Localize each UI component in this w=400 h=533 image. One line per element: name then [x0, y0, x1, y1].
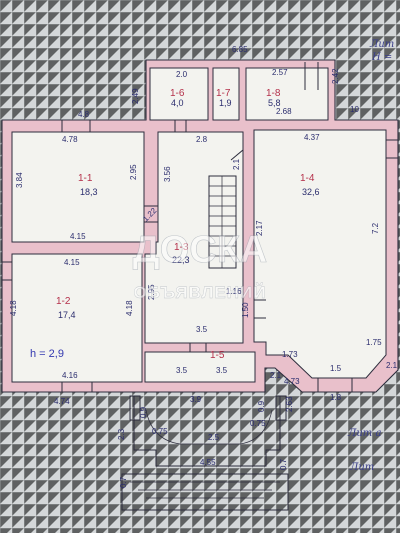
porch-post-left — [129, 395, 141, 421]
dim-top-total: 6.85 — [232, 45, 248, 54]
room-1-2-area: 17,4 — [58, 310, 76, 320]
dim-steps-right: 0.7 — [279, 458, 288, 470]
dim-porch-front: 2.5 — [208, 433, 220, 442]
dim-r12-left: 4.18 — [9, 300, 18, 316]
dim-r14-left: 2.17 — [255, 220, 264, 236]
margin-note-bottom-1: Лит a — [347, 428, 381, 439]
dim-steps-left: 0.7 — [119, 476, 128, 488]
room-1-2 — [11, 253, 143, 383]
margin-note-top-2: H = — [371, 52, 392, 63]
dim-stair-base: 1.16 — [226, 287, 242, 296]
room-1-1 — [11, 131, 145, 243]
dim-hall-top: 2.8 — [196, 135, 208, 144]
dim-r18-bottom: 2.68 — [276, 107, 292, 116]
room-1-2-number: 1-2 — [56, 296, 71, 307]
dim-r11-right: 2.95 — [129, 164, 138, 180]
dim-porch-corner-right: 0.75 — [250, 419, 266, 428]
room-1-6-area: 4,0 — [171, 98, 184, 108]
room-1-5 — [144, 351, 256, 383]
room-1-4-number: 1-4 — [300, 173, 315, 184]
dim-hall-mid-side: 2.95 — [147, 284, 156, 300]
dim-bay-side: 2.1 — [386, 361, 398, 370]
ceiling-height-note: h = 2,9 — [30, 348, 64, 360]
dim-r14-width: 4.37 — [304, 133, 320, 142]
dim-hall-left: 3.56 — [163, 166, 172, 182]
margin-note-top-1: Лит — [369, 39, 394, 50]
dim-r15-left: 3.5 — [176, 366, 188, 375]
watermark-sub: ОБЪЯВЛЕНИЙ — [134, 283, 267, 302]
room-1-6 — [149, 67, 209, 121]
room-1-4 — [253, 129, 387, 379]
dim-bay-left: 1.73 — [282, 350, 298, 359]
room-1-1-number: 1-1 — [78, 173, 93, 184]
dim-stair-mark: 2.1 — [232, 158, 241, 170]
dimension-labels: 6.85 2.0 2.57 2.42 2.49 4.8 4.78 3.84 2.… — [9, 45, 398, 488]
dim-r14-bottom: 1.8 — [330, 393, 342, 402]
watermark: ДОСКА ОБЪЯВЛЕНИЙ — [132, 229, 268, 303]
dim-hall-bottom: 3.5 — [196, 325, 208, 334]
dim-porch-corner-left: 0.75 — [152, 427, 168, 436]
dim-bay-mark: 2.1 — [270, 371, 282, 380]
dim-right-total: 10 — [350, 105, 359, 114]
dim-r11-height: 3.84 — [15, 172, 24, 188]
room-1-8-area: 5,8 — [268, 98, 281, 108]
dim-r12-right: 4.18 — [125, 300, 134, 316]
room-interiors — [11, 67, 387, 383]
dim-stair-gap: 1.50 — [241, 302, 250, 318]
dim-steps-width: 4.55 — [200, 458, 216, 467]
dim-bay-bottom: 1.5 — [330, 364, 342, 373]
porch-post-right — [275, 395, 287, 421]
margin-note-bottom-2: Лит — [349, 462, 374, 473]
dim-r11-bottom: 4.15 — [70, 232, 86, 241]
dim-bay-right: 1.75 — [366, 338, 382, 347]
dim-r11-top-outer: 4.8 — [78, 110, 90, 119]
room-1-5-number: 1-5 — [210, 350, 225, 361]
room-1-3-number: 1-3 — [174, 242, 189, 253]
margin-notes: Лит H = Лит a Лит — [347, 39, 394, 473]
dim-porch-post-left: 0.9 — [139, 406, 148, 418]
room-1-4-area: 32,6 — [302, 187, 320, 197]
dim-r14-right: 7.2 — [371, 222, 380, 234]
room-1-1-area: 18,3 — [80, 187, 98, 197]
dim-r11-top: 4.78 — [62, 135, 78, 144]
staircase — [208, 148, 244, 269]
room-1-7 — [212, 67, 240, 121]
room-labels: 1-1 18,3 1-2 17,4 1-3 22,3 1-4 32,6 1-5 … — [56, 88, 320, 361]
room-1-7-area: 1,9 — [219, 98, 232, 108]
dim-r18-width: 2.57 — [272, 68, 288, 77]
dim-porch-side-right: 2.63 — [285, 396, 294, 412]
dim-bay-corner: 4.73 — [284, 377, 300, 386]
dim-porch-post-right: 0.9 — [257, 400, 266, 412]
room-1-8 — [245, 67, 329, 121]
dim-outer-bottom: 4.74 — [54, 397, 70, 406]
porch — [121, 395, 289, 511]
openings — [2, 62, 398, 392]
room-1-7-number: 1-7 — [216, 88, 231, 99]
room-1-3-area: 22,3 — [172, 255, 190, 265]
dim-porch-side-left: 2.3 — [117, 428, 126, 440]
room-1-3 — [144, 131, 244, 344]
dim-r12-bottom: 4.16 — [62, 371, 78, 380]
dim-r15-right: 3.5 — [216, 366, 228, 375]
dim-r16-width: 2.0 — [176, 70, 188, 79]
watermark-brand: ДОСКА — [133, 229, 268, 271]
dim-r18-side: 2.42 — [331, 68, 340, 84]
dim-left-wing-top: 2.49 — [131, 88, 140, 104]
room-1-6-number: 1-6 — [170, 88, 185, 99]
dim-porch-top: 3.9 — [190, 395, 202, 404]
dim-r12-top: 4.15 — [64, 258, 80, 267]
room-1-8-number: 1-8 — [266, 88, 281, 99]
